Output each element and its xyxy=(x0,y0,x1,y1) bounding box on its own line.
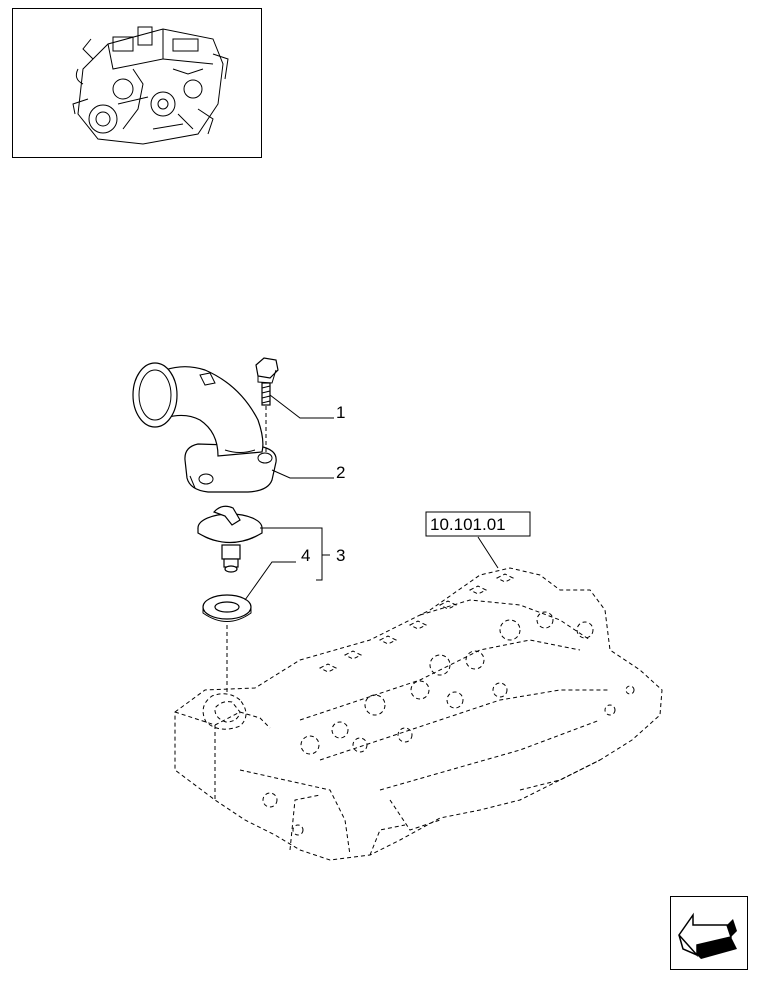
cylinder-head-ghost xyxy=(174,567,663,861)
thermostat-housing-part xyxy=(132,362,277,493)
next-page-button[interactable] xyxy=(670,896,748,970)
next-page-arrow-icon xyxy=(678,912,737,959)
reference-box xyxy=(425,511,531,537)
leader-line-3 xyxy=(260,527,330,581)
leader-line-1 xyxy=(269,394,334,419)
leader-line-4 xyxy=(244,561,296,601)
leader-line-ref xyxy=(477,536,499,569)
callout-3: 3 xyxy=(336,546,345,565)
callout-4: 4 xyxy=(301,546,310,565)
bolt-part xyxy=(255,357,279,406)
engine-assembly-thumbnail-icon xyxy=(72,26,229,145)
thermostat-part xyxy=(197,505,263,573)
reference-box-label: 10.101.01 xyxy=(430,515,506,534)
engine-thumbnail xyxy=(12,8,262,158)
callout-2: 2 xyxy=(336,463,345,482)
callout-1: 1 xyxy=(336,403,345,422)
seal-ring-part xyxy=(202,594,252,622)
leader-line-2 xyxy=(271,469,334,479)
